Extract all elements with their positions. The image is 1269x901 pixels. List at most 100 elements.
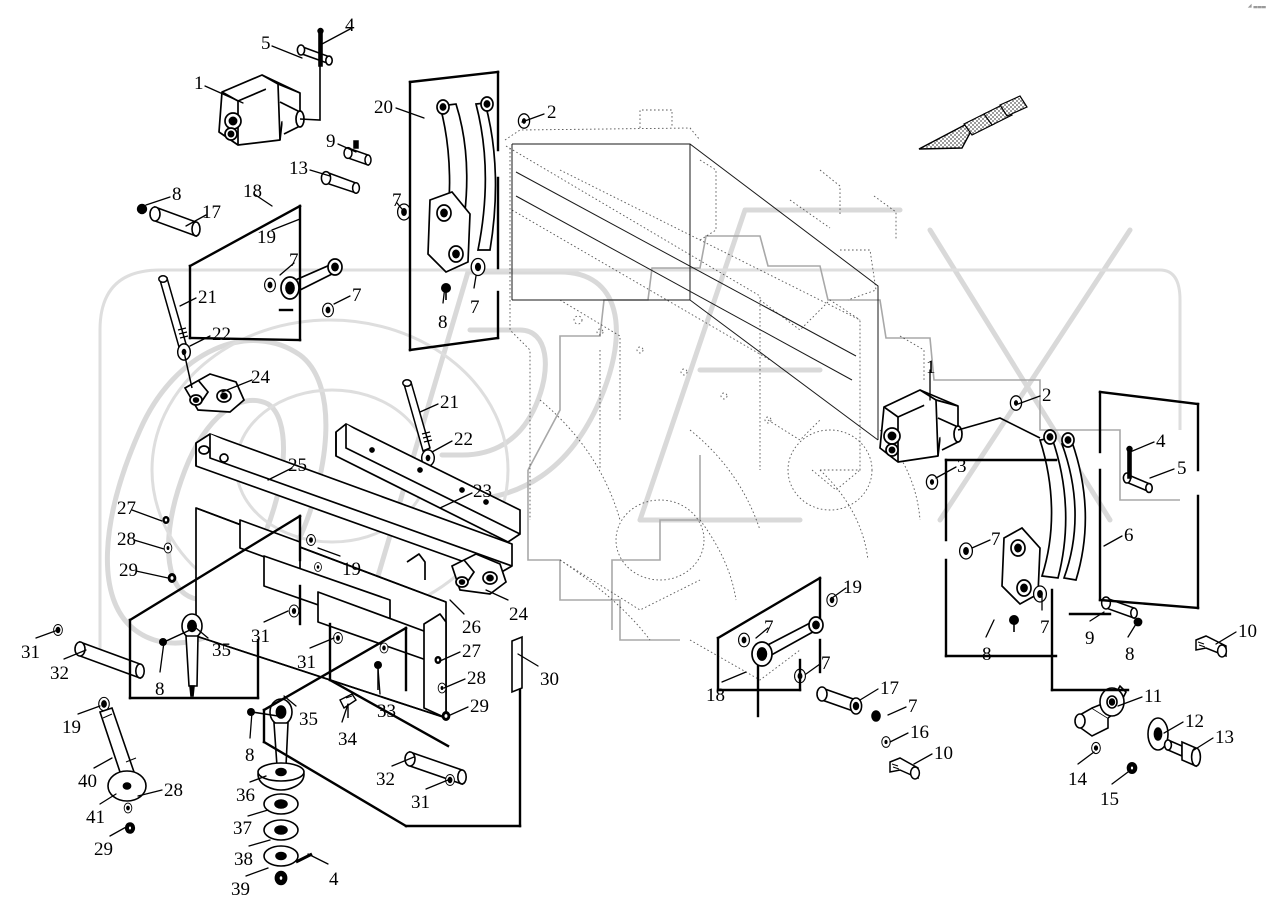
leader-line-15: [1111, 771, 1129, 785]
right-curved-arm-6: [1001, 429, 1087, 606]
corner-watermark-mark: ◢ ▃▃▃: [1247, 3, 1266, 9]
leader-line-32: [63, 649, 87, 660]
shock-40: [98, 696, 147, 834]
callout-7: 7: [908, 696, 918, 717]
lower-bracket-24: [450, 553, 508, 595]
leader-line-22: [189, 335, 211, 347]
leader-line-29: [109, 825, 129, 837]
frame-hardware: [162, 516, 523, 721]
callout-17: 17: [202, 202, 221, 223]
callout-8: 8: [438, 312, 448, 333]
callout-39: 39: [231, 879, 250, 900]
right-part-17: [816, 686, 881, 722]
callout-12: 12: [1185, 711, 1204, 732]
group-bracket-right: [716, 390, 1200, 718]
leader-line-34: [341, 703, 349, 723]
leader-line-9: [337, 143, 357, 153]
leader-line-24: [221, 379, 253, 393]
callout-21: 21: [440, 392, 459, 413]
leader-line-20: [395, 107, 425, 119]
leader-line-8: [145, 196, 171, 206]
leader-line-19: [271, 218, 301, 231]
leader-line-31: [35, 629, 59, 639]
leader-line-7: [805, 663, 821, 675]
callout-41: 41: [86, 807, 105, 828]
right-link-19: [751, 616, 824, 667]
leader-line-19: [317, 547, 341, 557]
callout-8: 8: [245, 745, 255, 766]
leader-line-7: [755, 627, 769, 639]
leader-line-23: [439, 492, 473, 509]
phantom-machine-body: [527, 235, 1180, 641]
left-rod-part5: [296, 27, 333, 67]
leader-line-14: [1077, 751, 1095, 765]
left-lower-bracket-24: [183, 373, 246, 413]
rear-frame-plate-23: [335, 422, 521, 543]
leader-line-4: [321, 27, 353, 45]
callout-28: 28: [117, 529, 136, 550]
leader-line-8: [442, 285, 446, 304]
leader-line-26: [449, 599, 465, 615]
callout-8: 8: [155, 679, 165, 700]
callout-36: 36: [236, 785, 255, 806]
leader-line-9: [1089, 611, 1105, 622]
callout-10: 10: [1238, 621, 1257, 642]
mid-bolt-21b: [402, 379, 433, 453]
leader-line-17: [859, 688, 879, 701]
leader-line-8: [249, 711, 253, 739]
leader-line-10: [1215, 631, 1237, 645]
right-cylinder-assembly: [879, 389, 963, 463]
callout-29: 29: [94, 839, 113, 860]
left-curved-arm-20: [427, 96, 497, 274]
leader-line-8: [159, 641, 165, 673]
leader-line-12: [1163, 721, 1184, 734]
leader-line-37: [247, 809, 269, 817]
leader-line-1: [204, 85, 244, 104]
callout-8: 8: [982, 644, 992, 665]
leader-line-7: [473, 275, 477, 289]
callout-5: 5: [1177, 458, 1187, 479]
callout-20: 20: [374, 97, 393, 118]
leader-line-27: [439, 651, 461, 662]
callout-7: 7: [1040, 617, 1050, 638]
callout-1: 1: [926, 357, 936, 378]
leader-line-7: [396, 202, 403, 210]
tube-32-left: [53, 624, 146, 680]
leader-line-21: [419, 403, 439, 413]
leader-line-18: [253, 193, 273, 207]
leader-line-28: [133, 539, 165, 550]
leader-line-4: [307, 853, 329, 865]
leader-line-35: [195, 627, 209, 639]
leader-line-3: [935, 466, 957, 479]
callout-18: 18: [706, 685, 725, 706]
leader-line-31: [309, 637, 335, 649]
callout-7: 7: [352, 285, 362, 306]
callout-7: 7: [470, 297, 480, 318]
callout-33: 33: [377, 701, 396, 722]
leader-line-13: [1193, 737, 1214, 751]
callout-28: 28: [164, 780, 183, 801]
callout-9: 9: [1085, 628, 1095, 649]
leader-line-41: [99, 793, 117, 805]
group-bracket-left: [188, 70, 500, 352]
leader-line-19: [831, 587, 847, 599]
leader-line-7: [971, 539, 991, 549]
callout-29: 29: [119, 560, 138, 581]
callout-22: 22: [454, 429, 473, 450]
callout-19: 19: [843, 577, 862, 598]
callout-31: 31: [251, 626, 270, 647]
leader-line-13: [309, 169, 331, 177]
leader-line-32: [391, 756, 415, 767]
callout-40: 40: [78, 771, 97, 792]
group-bracket-lower-mid: [328, 622, 450, 748]
leader-line-21: [179, 297, 197, 307]
callout-38: 38: [234, 849, 253, 870]
leader-line-7: [887, 706, 907, 716]
leader-lines: [35, 27, 1237, 877]
leader-line-40: [93, 757, 113, 769]
right-bolt-10b: [889, 757, 921, 780]
leader-line-18: [721, 671, 747, 683]
callout-4: 4: [345, 15, 355, 36]
left-small-hardware: [136, 113, 531, 318]
